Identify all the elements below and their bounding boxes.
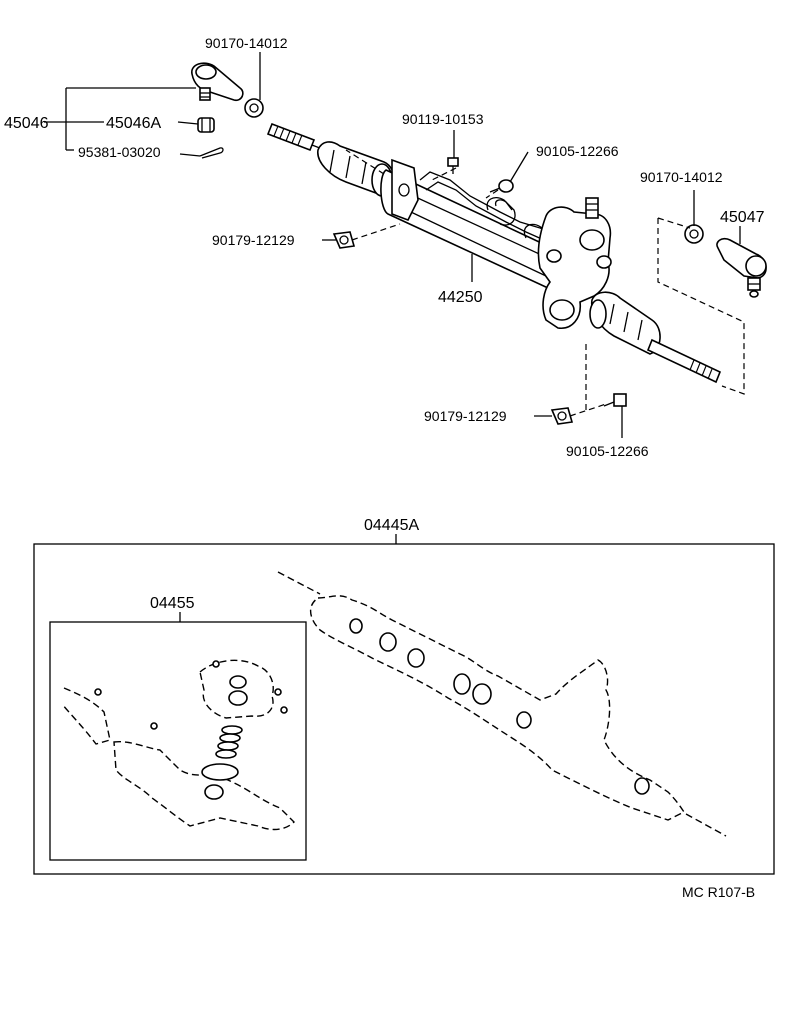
label-clamp-upper: 90179-12129 (212, 232, 295, 248)
label-nut-right: 90170-14012 (640, 169, 723, 185)
label-bolt-upper: 90119-10153 (402, 111, 484, 127)
tie-rod-end-right (716, 237, 767, 298)
boot-right (589, 291, 661, 355)
castle-nut (197, 117, 215, 133)
nut-left (244, 98, 264, 118)
clamp-upper (332, 231, 356, 249)
valve-body (537, 197, 612, 329)
inner-tie-rod-right (646, 338, 722, 384)
bolt-upper (447, 157, 459, 174)
label-clamp-lower: 90179-12129 (424, 408, 507, 424)
leader-lines-upper (44, 52, 741, 438)
label-bolt-union-lower: 90105-12266 (566, 443, 649, 459)
nut-right (684, 224, 704, 244)
label-nut-left: 90170-14012 (205, 35, 288, 51)
gasket-kit-box (33, 534, 775, 875)
clamp-lower (550, 407, 574, 425)
label-cotter-pin: 95381-03020 (78, 144, 161, 160)
label-gear-assembly: 44250 (438, 289, 483, 306)
seal-kit-parts (61, 659, 295, 831)
bolt-union-upper (489, 179, 514, 193)
gasket-kit-housing (277, 571, 727, 837)
label-seal-kit: 04455 (150, 595, 195, 612)
tie-rod-end-left (191, 62, 244, 102)
rack-housing (380, 158, 559, 290)
seal-kit-box (49, 612, 307, 861)
dashed-connectors-upper (345, 149, 745, 417)
label-castle-nut: 45046A (106, 115, 161, 132)
bolt-union-lower (603, 393, 627, 407)
cotter-pin (199, 147, 224, 159)
label-bolt-union-upper: 90105-12266 (536, 143, 619, 159)
label-tie-rod-end-left: 45046 (4, 115, 49, 132)
footer-code: MC R107-B (682, 884, 755, 900)
label-gasket-kit: 04445A (364, 517, 419, 534)
label-tie-rod-end-right: 45047 (720, 209, 765, 226)
